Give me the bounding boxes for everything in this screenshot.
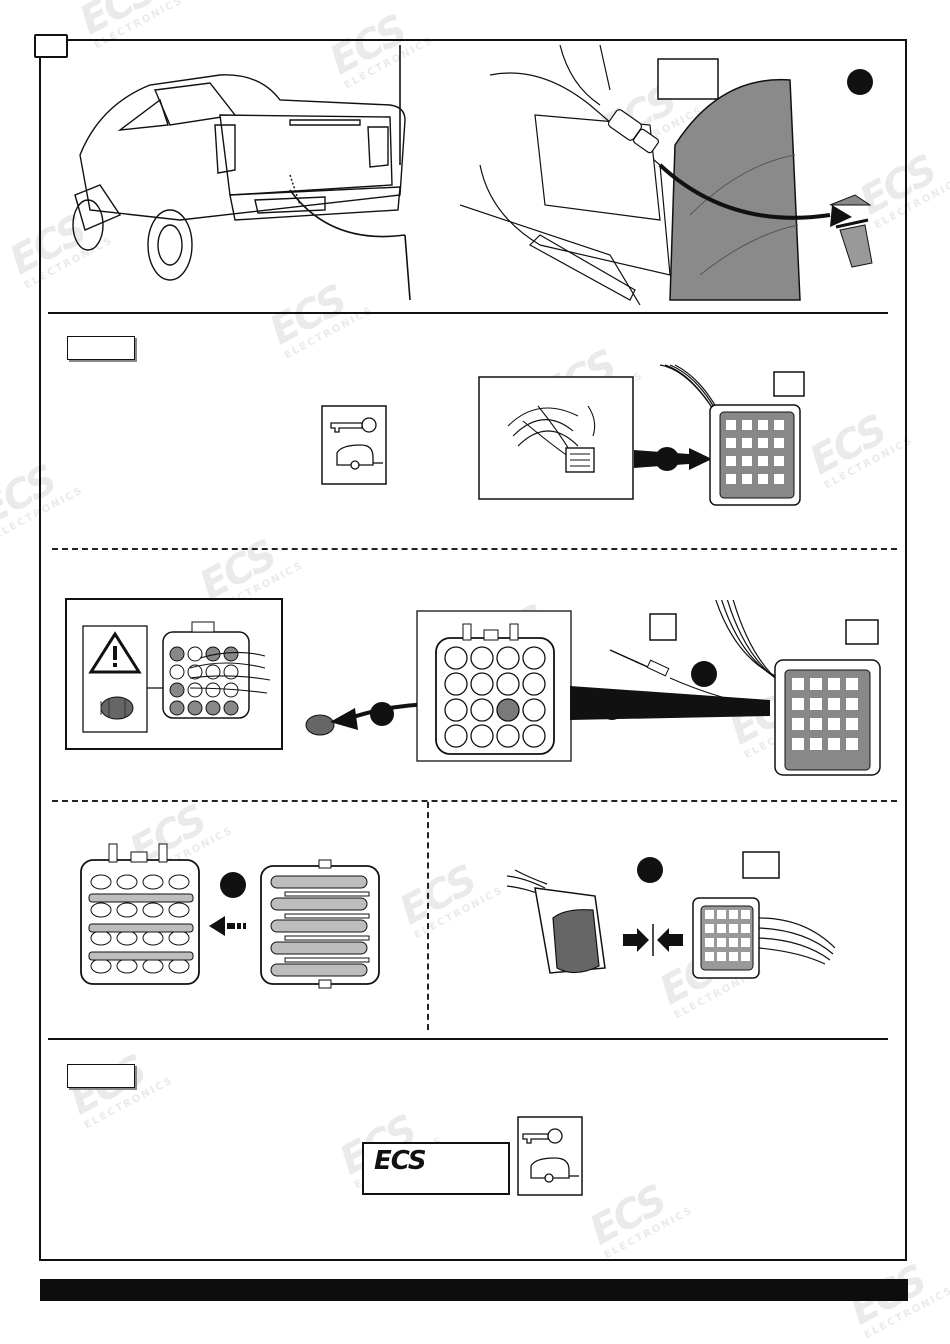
step-number-box <box>34 34 68 58</box>
section-divider <box>48 1038 888 1040</box>
trash-can-icon <box>829 194 873 268</box>
warning-icon <box>88 631 142 674</box>
part-label-box <box>845 619 879 645</box>
trailer-icon <box>530 1157 579 1183</box>
terminal-insertion-arrow <box>570 600 881 776</box>
part-label-box <box>773 371 805 397</box>
connector-mating-illustration <box>506 851 836 979</box>
part-label-box <box>649 613 677 641</box>
part-label-box <box>742 851 780 879</box>
key-trailer-symbol <box>321 405 387 485</box>
section-divider-dashed <box>52 548 897 550</box>
section-divider-dashed <box>52 800 897 802</box>
key-icon <box>330 417 377 433</box>
part-label-box <box>657 58 719 100</box>
ecs-logo: ECS <box>374 1146 427 1176</box>
interior-panel-illustration <box>460 45 873 305</box>
page-frame <box>39 39 907 1261</box>
connector-detail-inset <box>478 376 634 500</box>
connector-lock-illustration <box>80 843 380 989</box>
connector-face-view <box>416 610 572 762</box>
step-dot <box>847 69 873 95</box>
rubber-plug-icon <box>305 714 335 736</box>
multi-pin-connector <box>659 364 805 506</box>
arrow-left-icon <box>657 928 683 952</box>
key-icon <box>522 1128 563 1144</box>
column-divider-dashed <box>427 802 429 1030</box>
section-label-box <box>67 336 135 360</box>
section-label-box <box>67 1064 135 1088</box>
section-divider <box>48 312 888 314</box>
warning-plug-inset <box>65 598 283 750</box>
footer-bar <box>40 1279 908 1301</box>
pickup-truck-illustration <box>72 45 411 301</box>
ecs-logo-box: ECS <box>362 1142 510 1195</box>
trailer-icon <box>336 444 383 470</box>
key-trailer-symbol <box>517 1116 583 1196</box>
arrow-right-icon <box>623 928 649 952</box>
rubber-plug-icon <box>100 696 134 720</box>
insertion-arrow <box>634 447 712 471</box>
